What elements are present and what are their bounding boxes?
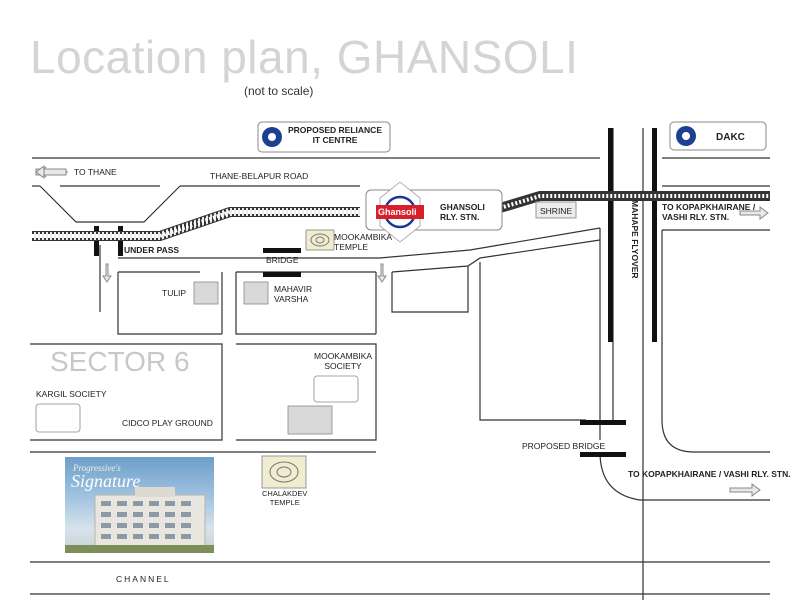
reliance-logo-icon [262, 127, 282, 147]
junction-inner [39, 185, 181, 223]
reliance-box [257, 121, 391, 153]
building-illustration [65, 487, 214, 553]
page-subtitle: (not to scale) [244, 84, 314, 98]
tulip-label: TULIP [162, 288, 187, 298]
mookambika-society-label: MOOKAMBIKA SOCIETY [314, 351, 373, 371]
channel-label: CHANNEL [116, 574, 171, 584]
arrow-icon [35, 165, 68, 179]
mookambika-temple-label: MOOKAMBIKA TEMPLE [334, 232, 393, 252]
arrow-icon [102, 206, 769, 497]
project-brand-name: Signature [71, 471, 141, 491]
proposed-bridge-label: PROPOSED BRIDGE [522, 441, 606, 451]
temple-icon [305, 229, 335, 251]
mahavir-varsha-label: MAHAVIR VARSHA [274, 284, 313, 304]
chalakdev-temple-label: CHALAKDEV TEMPLE [262, 489, 308, 507]
dakc-box [669, 121, 767, 151]
project-photo: Progressive's Signature [65, 457, 214, 553]
road-network [30, 128, 770, 600]
shrine-box [535, 201, 577, 219]
buildings [193, 281, 333, 435]
thane-belapur-road-label: THANE-BELAPUR ROAD [210, 171, 309, 181]
ghansoli-station-block [365, 181, 503, 243]
sector-label: SECTOR 6 [50, 346, 190, 377]
ghansoli-station-label: GHANSOLI RLY. STN. [440, 202, 485, 222]
ghansoli-badge-label: Ghansoli [378, 207, 417, 217]
under-pass-label: UNDER PASS [124, 245, 180, 255]
reliance-label: PROPOSED RELIANCE IT CENTRE [288, 125, 382, 145]
shrine-label: SHRINE [540, 206, 573, 216]
mahape-flyover-label: MAHAPE FLYOVER [630, 200, 640, 279]
temple-icon [261, 455, 307, 489]
cidco-play-ground-label: CIDCO PLAY GROUND [122, 418, 213, 428]
to-thane-label: TO THANE [74, 167, 117, 177]
to-kopar-lower-label: TO KOPAPKHAIRANE / VASHI RLY. STN. [628, 469, 791, 479]
to-kopar-upper-label: TO KOPAPKHAIRANE / VASHI RLY. STN. [662, 202, 756, 222]
dakc-label: DAKC [716, 132, 745, 143]
bridge-label: BRIDGE [266, 255, 299, 265]
railway-track [32, 191, 770, 241]
dakc-logo-icon [676, 126, 696, 146]
project-brand-small: Progressive's [73, 463, 121, 473]
kargil-society-label: KARGIL SOCIETY [36, 389, 107, 399]
page-title: Location plan, GHANSOLI [30, 31, 579, 83]
